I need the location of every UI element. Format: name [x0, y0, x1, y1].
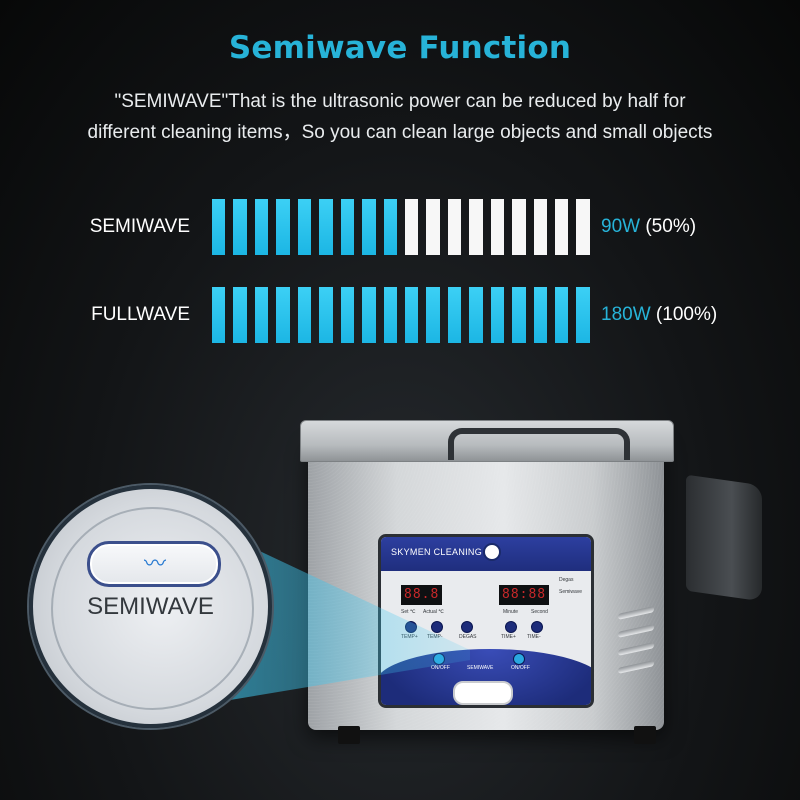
power-bar-empty [576, 199, 590, 255]
time-display: 88:88 [499, 585, 550, 605]
power-bar-filled [426, 287, 440, 343]
page-title: Semiwave Function [228, 30, 572, 66]
power-bar-empty [469, 199, 483, 255]
degas-button[interactable] [461, 621, 473, 633]
semiwave-indicator-label: Semiwave [559, 589, 583, 595]
power-bar-filled [233, 199, 247, 255]
power-bar-filled [254, 287, 269, 343]
semiwave-watts: 90W [601, 216, 641, 237]
description-line-2: different cleaning items，So you can clea… [87, 122, 713, 143]
semiwave-callout-label: SEMIWAVE [87, 593, 214, 620]
power-bar-filled [576, 287, 590, 343]
power-bar-filled [490, 287, 505, 343]
power-button-right[interactable] [513, 653, 525, 665]
time-minus-label: TIME- [527, 634, 541, 640]
magnifier-ring [51, 507, 254, 710]
fullwave-power-bars [212, 287, 590, 343]
power-bar-filled [362, 199, 376, 255]
power-bar-filled [469, 287, 483, 343]
power-bar-empty [555, 199, 569, 255]
degas-label: DEGAS [459, 634, 477, 640]
power-bar-filled [319, 199, 333, 255]
ultrasonic-cleaner: SKYMEN CLEANING 88.8 88:88 Set ℃ Actual … [300, 420, 762, 750]
fullwave-watts: 180W [601, 304, 651, 325]
power-bar-filled [254, 199, 269, 255]
wave-icon: 〰 [143, 552, 166, 577]
semiwave-power-bars [212, 199, 590, 255]
power-bar-empty [512, 199, 526, 255]
onoff-label-right: ON/OFF [511, 665, 530, 671]
power-bar-filled [383, 199, 397, 255]
power-bar-filled [276, 287, 290, 343]
temp-plus-label: TEMP+ [401, 634, 418, 640]
power-bar-filled [512, 287, 526, 343]
power-bar-filled [362, 287, 376, 343]
foot-left [338, 726, 360, 744]
minute-label: Minute [503, 609, 519, 615]
power-bar-filled [404, 287, 419, 343]
foot-right [634, 726, 656, 744]
semiwave-percent: (50%) [645, 216, 697, 237]
fullwave-percent: (100%) [655, 304, 718, 325]
power-bar-filled [212, 199, 226, 255]
time-minus-button[interactable] [531, 621, 543, 633]
temp-plus-button[interactable] [405, 621, 417, 633]
set-temp-label: Set ℃ [401, 609, 416, 615]
side-handle [686, 474, 762, 602]
power-bar-filled [555, 287, 569, 343]
power-bar-empty [490, 199, 505, 255]
power-bar-empty [404, 199, 419, 255]
power-bar-filled [340, 199, 355, 255]
description-line-1: "SEMIWAVE"That is the ultrasonic power c… [114, 91, 686, 112]
power-bar-filled [297, 199, 312, 255]
second-label: Second [531, 609, 548, 615]
power-bar-empty [447, 199, 462, 255]
temp-minus-label: TEMP- [427, 634, 443, 640]
power-bar-filled [212, 287, 226, 343]
power-bar-empty [426, 199, 440, 255]
power-bar-filled [340, 287, 355, 343]
power-bar-filled [233, 287, 247, 343]
temperature-display: 88.8 [401, 585, 443, 605]
power-bar-filled [533, 287, 547, 343]
semiwave-button-label: SEMIWAVE [467, 665, 494, 671]
panel-header: SKYMEN CLEANING [381, 537, 591, 571]
semiwave-button[interactable]: 〰 [87, 541, 221, 587]
description: "SEMIWAVE"That is the ultrasonic power c… [40, 86, 760, 148]
side-vents [618, 606, 654, 682]
power-bar-filled [297, 287, 312, 343]
control-panel: SKYMEN CLEANING 88.8 88:88 Set ℃ Actual … [378, 534, 594, 708]
temp-minus-button[interactable] [431, 621, 443, 633]
magnifier-callout: 〰 SEMIWAVE [29, 485, 272, 728]
power-bar-filled [447, 287, 462, 343]
onoff-label-left: ON/OFF [431, 665, 450, 671]
power-button-left[interactable] [433, 653, 445, 665]
power-bar-empty [533, 199, 547, 255]
fullwave-value: 180W (100%) [601, 304, 717, 326]
tank-lid [300, 420, 674, 462]
time-plus-button[interactable] [505, 621, 517, 633]
power-bar-filled [383, 287, 397, 343]
panel-bottom-pill [453, 681, 513, 705]
power-bar-filled [319, 287, 333, 343]
lid-handle [448, 428, 630, 460]
actual-temp-label: Actual ℃ [423, 609, 444, 615]
brand-logo-icon [483, 543, 501, 561]
semiwave-value: 90W (50%) [601, 216, 696, 238]
time-plus-label: TIME+ [501, 634, 516, 640]
degas-indicator-label: Degas [559, 577, 574, 583]
brand-label: SKYMEN CLEANING [391, 547, 483, 557]
semiwave-label: SEMIWAVE [89, 216, 190, 237]
power-bar-filled [276, 199, 290, 255]
fullwave-label: FULLWAVE [91, 304, 190, 325]
